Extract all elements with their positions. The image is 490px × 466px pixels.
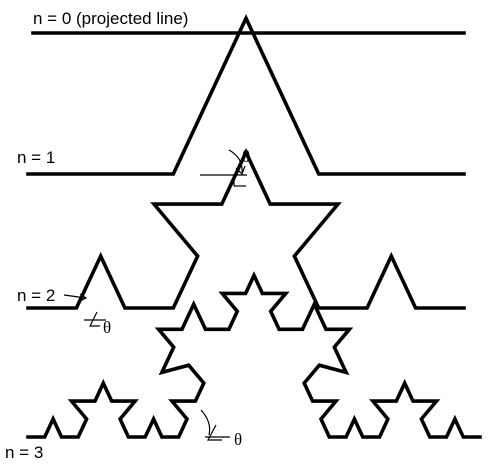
pointer-line-n2 <box>63 294 87 299</box>
curve-n1 <box>26 13 466 176</box>
angle-tick-n3 <box>207 424 222 441</box>
angle-tick-n2 <box>89 311 100 327</box>
label-n3: n = 3 <box>5 443 43 462</box>
iteration-2: n = 2 θ <box>17 147 466 337</box>
curve-n2 <box>26 147 466 310</box>
label-n0: n = 0 (projected line) <box>33 9 188 28</box>
pointer-arrow-n2 <box>79 293 88 302</box>
curve-n3 <box>26 271 482 439</box>
iteration-3: n = 3 θ <box>5 271 482 462</box>
theta-symbol-n3: θ <box>234 430 242 449</box>
angle-arc-n1 <box>228 149 243 173</box>
angle-arc-n3 <box>200 409 211 436</box>
theta-symbol-n2: θ <box>103 318 111 337</box>
iteration-0: n = 0 (projected line) <box>31 9 466 35</box>
label-n2: n = 2 <box>17 286 55 305</box>
label-n1: n = 1 <box>17 148 55 167</box>
